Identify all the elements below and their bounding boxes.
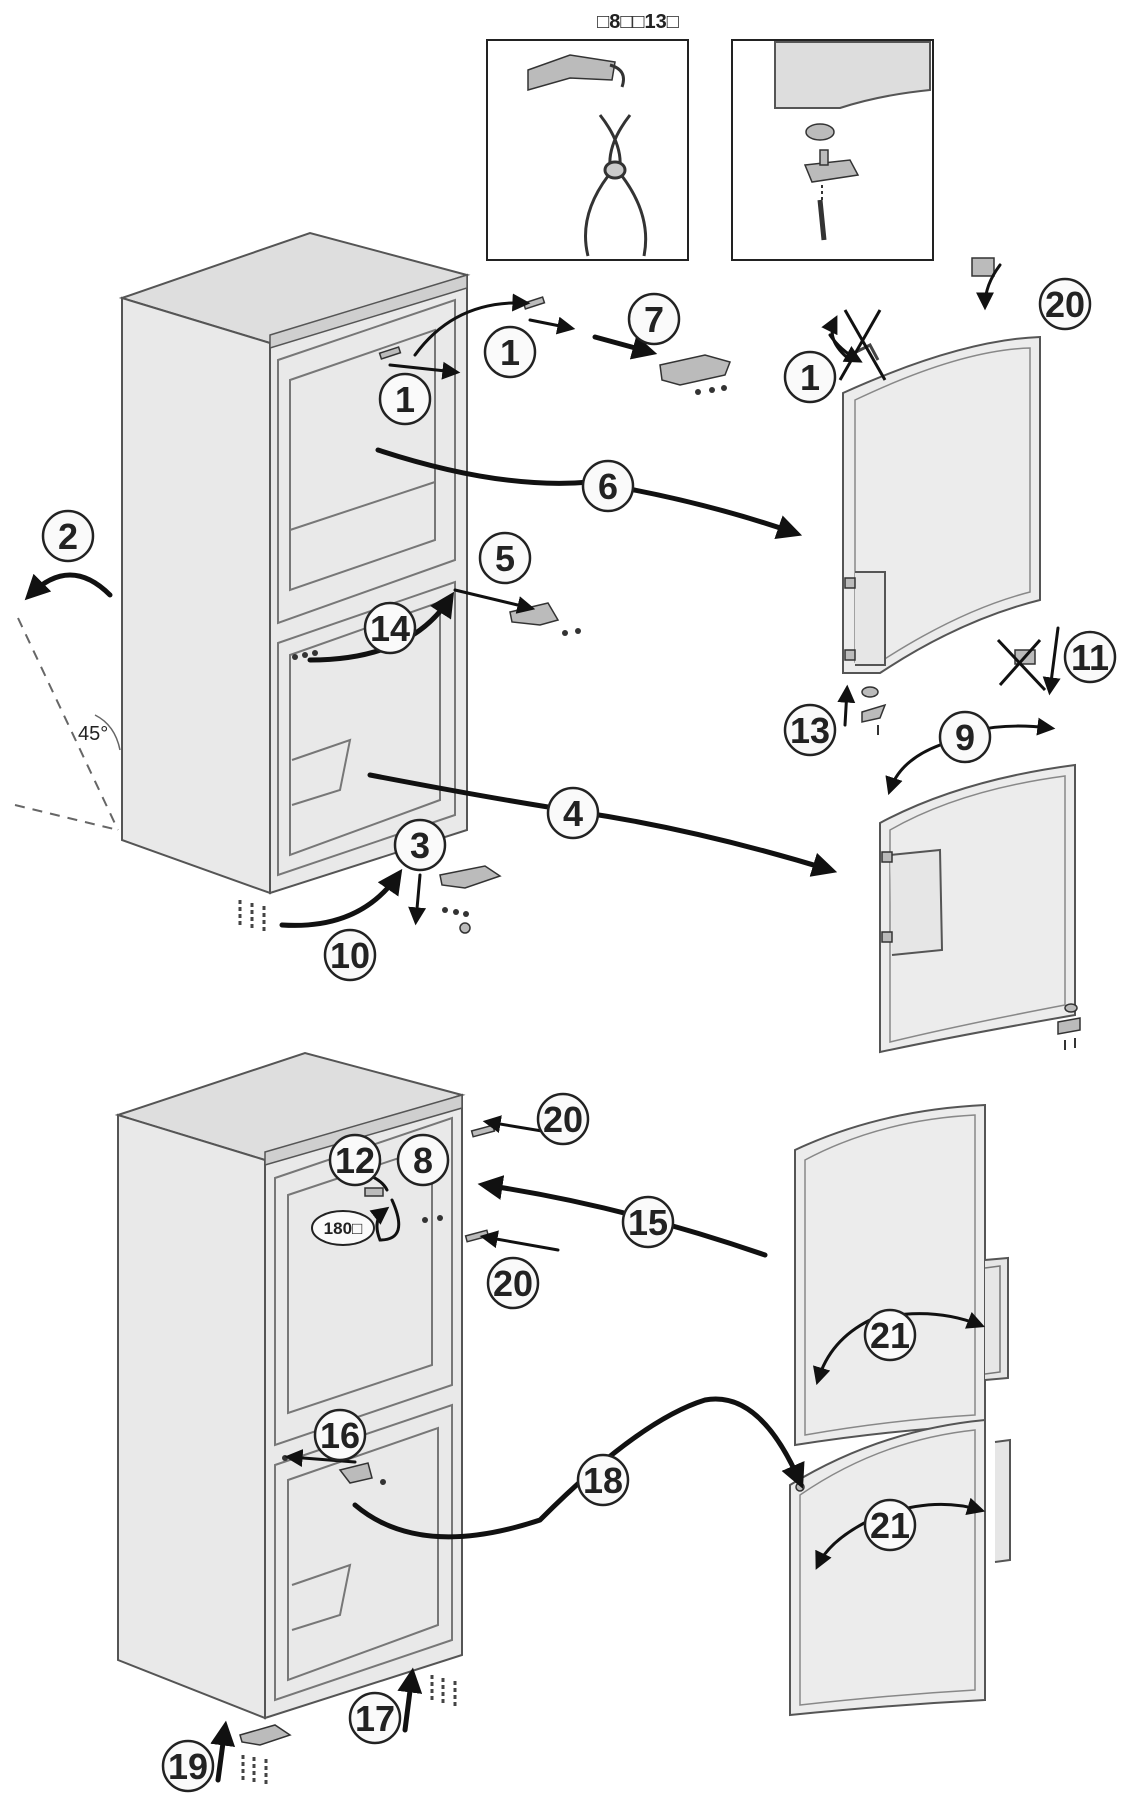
svg-text:8: 8 <box>413 1140 433 1181</box>
step-marker-20c: 20 <box>486 1256 540 1310</box>
svg-text:6: 6 <box>598 466 618 507</box>
crossed-out-bushing-icon <box>996 638 1047 692</box>
svg-text:12: 12 <box>335 1140 375 1181</box>
step-marker-20b: 20 <box>536 1092 590 1146</box>
step-marker-2: 2 <box>41 509 95 563</box>
step-marker-10: 10 <box>323 928 377 982</box>
step-marker-19: 19 <box>161 1739 215 1793</box>
tilt-angle-guide: 45° <box>14 617 121 831</box>
svg-text:1: 1 <box>395 379 415 420</box>
step-marker-20a: 20 <box>1038 277 1092 331</box>
rotation-180-badge: 180□ <box>311 1210 375 1246</box>
bottom-hinge-part <box>439 865 502 934</box>
svg-text:7: 7 <box>644 299 664 340</box>
detail-caption: □8□□13□ <box>597 11 679 33</box>
step-marker-1a: 1 <box>378 372 432 426</box>
middle-hinge-part <box>509 602 581 636</box>
step-marker-1b: 1 <box>483 325 537 379</box>
step-markers-top: 1 1 1 2 3 4 5 6 7 9 10 11 13 14 20 <box>41 277 1117 982</box>
step-marker-1c: 1 <box>783 350 837 404</box>
step-marker-18: 18 <box>576 1453 630 1507</box>
step-marker-17: 17 <box>348 1691 402 1745</box>
angle-label: 45° <box>78 723 108 745</box>
svg-text:17: 17 <box>355 1698 395 1739</box>
svg-text:20: 20 <box>543 1099 583 1140</box>
svg-text:20: 20 <box>493 1263 533 1304</box>
rotation-label: 180□ <box>324 1219 363 1238</box>
bushing-icon <box>805 123 835 141</box>
step-marker-16: 16 <box>313 1408 367 1462</box>
svg-text:10: 10 <box>330 935 370 976</box>
svg-text:13: 13 <box>790 710 830 751</box>
svg-text:11: 11 <box>1071 637 1109 678</box>
door-corner-icon <box>774 41 931 109</box>
upper-door-reinstalled <box>794 1103 1009 1447</box>
svg-text:14: 14 <box>370 608 410 649</box>
step-marker-9: 9 <box>938 710 992 764</box>
step-marker-15: 15 <box>621 1195 675 1249</box>
fridge-top-view <box>118 231 546 895</box>
top-hinge-part <box>659 354 731 395</box>
lower-door-reinstalled <box>789 1418 1011 1717</box>
svg-text:20: 20 <box>1045 284 1085 325</box>
feet-screws <box>238 900 266 934</box>
svg-text:4: 4 <box>563 793 583 834</box>
svg-text:21: 21 <box>870 1505 910 1546</box>
svg-text:21: 21 <box>870 1315 910 1356</box>
detail-box-pliers <box>486 39 689 261</box>
door-cover-piece <box>971 257 995 277</box>
upper-door <box>842 335 1041 674</box>
step-marker-4: 4 <box>546 786 600 840</box>
door-pin-part <box>861 686 887 735</box>
step-marker-3: 3 <box>393 818 447 872</box>
svg-text:16: 16 <box>320 1415 360 1456</box>
step-marker-5: 5 <box>478 531 532 585</box>
step-markers-bottom: 12 8 20 15 20 21 16 18 21 17 19 <box>161 1092 917 1793</box>
step-marker-21a: 21 <box>863 1308 917 1362</box>
fridge-middle-screws <box>292 650 318 660</box>
detail-box-hinge-assembly <box>731 39 934 261</box>
step-marker-12: 12 <box>328 1133 382 1187</box>
svg-text:5: 5 <box>495 538 515 579</box>
hinge-pin-icon <box>803 159 860 183</box>
lower-door <box>879 763 1081 1054</box>
bottom-arrows <box>210 1115 986 1783</box>
fridge-bottom-view <box>114 1051 496 1784</box>
step-marker-13: 13 <box>783 703 837 757</box>
pliers-icon <box>584 114 648 257</box>
svg-text:9: 9 <box>955 717 975 758</box>
step-marker-11: 11 <box>1063 630 1117 684</box>
svg-text:1: 1 <box>800 357 820 398</box>
step-marker-21b: 21 <box>863 1498 917 1552</box>
svg-text:19: 19 <box>168 1746 208 1787</box>
step-marker-8: 8 <box>396 1133 450 1187</box>
step-marker-6: 6 <box>581 459 635 513</box>
svg-text:1: 1 <box>500 332 520 373</box>
svg-text:15: 15 <box>628 1202 668 1243</box>
hinge-bracket-icon <box>527 54 616 91</box>
step-marker-14: 14 <box>363 601 417 655</box>
svg-text:2: 2 <box>58 516 78 557</box>
svg-text:3: 3 <box>410 825 430 866</box>
svg-text:18: 18 <box>583 1460 623 1501</box>
step-marker-7: 7 <box>627 292 681 346</box>
crossed-out-part-icon <box>838 309 887 381</box>
